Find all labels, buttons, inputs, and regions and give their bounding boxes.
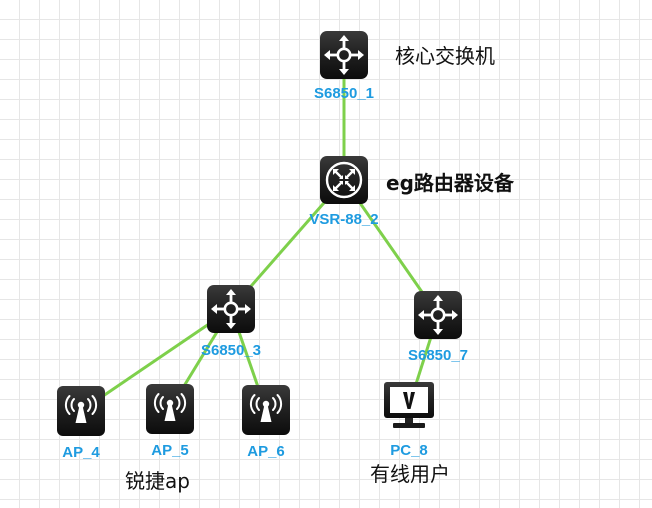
router-node[interactable]: VSR-88_2 <box>309 154 379 228</box>
switch-7-label: S6850_7 <box>408 347 468 364</box>
core-switch-label: S6850_1 <box>314 85 374 102</box>
switch-icon <box>205 283 257 335</box>
ap-4-label: AP_4 <box>62 444 100 461</box>
switch-icon <box>318 29 370 81</box>
switch-3-node[interactable]: S6850_3 <box>201 283 261 359</box>
access-points-annotation: 锐捷ap <box>125 469 190 493</box>
switch-7-node[interactable]: S6850_7 <box>408 289 468 364</box>
ap-5-label: AP_5 <box>151 442 189 459</box>
access-point-icon <box>241 384 291 436</box>
ap-4-node[interactable]: AP_4 <box>56 385 106 461</box>
core-switch-annotation: 核心交换机 <box>395 44 495 68</box>
switch-icon <box>412 289 464 341</box>
router-annotation: eg路由器设备 <box>386 171 515 195</box>
pc-8-node[interactable]: PC_8 <box>384 382 434 459</box>
switch-3-label: S6850_3 <box>201 342 261 359</box>
pc-8-label: PC_8 <box>390 442 428 459</box>
link-sw3-ap4 <box>80 307 232 413</box>
wired-users-annotation: 有线用户 <box>370 462 450 486</box>
router-icon <box>318 154 370 206</box>
core-switch-node[interactable]: S6850_1 <box>314 29 374 102</box>
ap-5-node[interactable]: AP_5 <box>145 383 195 459</box>
access-point-icon <box>145 383 195 435</box>
ap-6-node[interactable]: AP_6 <box>241 384 291 460</box>
router-label: VSR-88_2 <box>309 211 378 228</box>
access-point-icon <box>56 385 106 437</box>
ap-6-label: AP_6 <box>247 443 285 460</box>
pc-monitor-icon <box>384 382 434 428</box>
